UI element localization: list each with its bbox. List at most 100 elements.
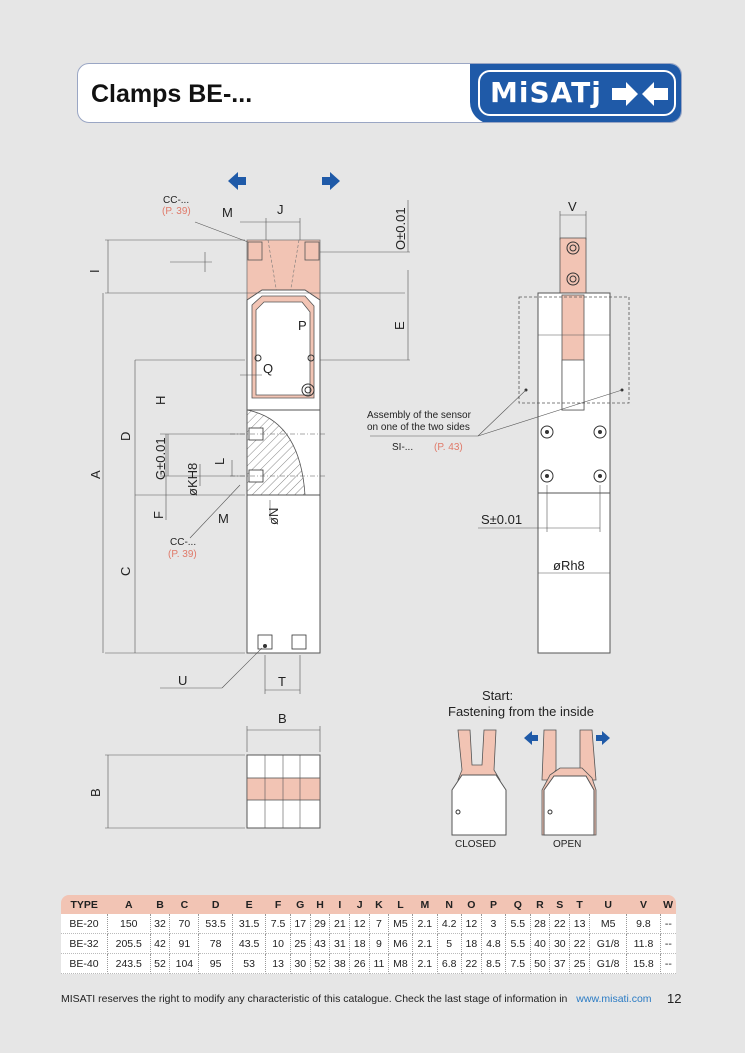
logo-arrows-icon	[612, 82, 668, 106]
table-header-cell: U	[589, 895, 627, 914]
closed-label: CLOSED	[455, 839, 496, 850]
dim-label-o: O±0.01	[393, 207, 408, 250]
table-cell: 40	[530, 933, 551, 954]
table-cell: 38	[329, 953, 351, 974]
table-cell: G1/8	[589, 953, 628, 974]
table-header-cell: N	[437, 895, 462, 914]
table-cell: 43	[310, 933, 331, 954]
dim-label-p: P	[298, 318, 307, 333]
table-cell: 53.5	[198, 914, 233, 934]
table-cell: 22	[549, 914, 571, 934]
dim-label-m-top: M	[222, 205, 233, 220]
dim-label-q: Q	[263, 361, 273, 376]
technical-drawing: M J O±0.01 I E P Q H D A G±0.01 øKH8 L F…	[87, 172, 630, 850]
table-cell: 22	[461, 953, 482, 974]
table-header-cell: V	[626, 895, 661, 914]
table-cell: 70	[169, 914, 200, 934]
table-cell: 5	[437, 933, 462, 954]
table-header-cell: M	[412, 895, 438, 914]
table-cell: 4.2	[437, 914, 462, 934]
table-cell: 53	[232, 953, 267, 974]
table-header-cell: S	[549, 895, 570, 914]
table-cell: 52	[310, 953, 331, 974]
dim-label-u: U	[178, 673, 187, 688]
open-clamp-illustration	[541, 729, 597, 836]
arrow-left-small-icon	[524, 731, 538, 745]
table-header-cell: R	[530, 895, 550, 914]
table-cell: 50	[530, 953, 551, 974]
logo-text: MiSATj	[490, 76, 602, 109]
dim-label-a: A	[88, 470, 103, 479]
table-cell: 10	[265, 933, 291, 954]
table-cell: M5	[589, 914, 628, 934]
table-cell: 91	[169, 933, 200, 954]
table-cell: 11.8	[626, 933, 661, 954]
table-cell: M6	[388, 933, 414, 954]
cc-top-label: CC-...	[163, 195, 189, 206]
table-cell: BE-40	[61, 953, 108, 974]
table-cell: 243.5	[107, 953, 151, 974]
dim-label-kh: øKH8	[185, 463, 200, 496]
header-box: Clamps BE-... MiSATj	[77, 63, 682, 123]
dim-label-s: S±0.01	[481, 512, 522, 527]
table-cell: 6.8	[437, 953, 462, 974]
cc-top-ref: (P. 39)	[162, 206, 191, 217]
table-header-cell: P	[481, 895, 506, 914]
table-cell: --	[660, 953, 676, 974]
table-cell: 28	[530, 914, 551, 934]
table-cell: M8	[388, 953, 414, 974]
table-cell: 31.5	[232, 914, 267, 934]
dim-label-r: øRh8	[553, 558, 585, 573]
table-header-cell: H	[310, 895, 330, 914]
dim-label-l: L	[212, 458, 227, 465]
dim-label-b-side: B	[88, 788, 103, 797]
arrow-right-small-icon	[596, 731, 610, 745]
top-view	[246, 754, 321, 829]
dim-label-e: E	[392, 321, 407, 330]
page-number: 12	[667, 991, 682, 1006]
table-cell: 52	[150, 953, 171, 974]
table-cell: 5.5	[505, 933, 531, 954]
start-title: Start:	[482, 688, 513, 703]
table-header-cell: T	[569, 895, 590, 914]
sensor-note-2: on one of the two sides	[367, 422, 470, 433]
side-view	[518, 237, 630, 654]
table-cell: 8.5	[481, 953, 507, 974]
si-ref: (P. 43)	[434, 442, 463, 453]
cc-bottom-label: CC-...	[170, 537, 196, 548]
table-cell: 7.5	[265, 914, 291, 934]
table-cell: 9.8	[626, 914, 661, 934]
dim-label-v: V	[568, 199, 577, 214]
table-cell: 32	[150, 914, 171, 934]
table-header-cell: L	[388, 895, 413, 914]
cc-bottom-ref: (P. 39)	[168, 549, 197, 560]
table-cell: 30	[290, 953, 311, 974]
table-header-cell: A	[107, 895, 151, 914]
table-cell: 12	[349, 914, 371, 934]
table-cell: 78	[198, 933, 233, 954]
table-cell: 43.5	[232, 933, 267, 954]
table-header-cell: C	[169, 895, 199, 914]
table-cell: 30	[549, 933, 571, 954]
table-cell: 13	[265, 953, 291, 974]
table-cell: 12	[461, 914, 482, 934]
table-cell: 95	[198, 953, 233, 974]
footer-text: MISATI reserves the right to modify any …	[61, 993, 568, 1005]
dim-label-t: T	[278, 674, 286, 689]
arrow-right-icon	[322, 172, 340, 190]
table-cell: --	[660, 933, 676, 954]
table-cell: 42	[150, 933, 171, 954]
table-cell: 25	[569, 953, 591, 974]
footer-link[interactable]: www.misati.com	[576, 993, 652, 1005]
table-cell: 31	[329, 933, 351, 954]
dim-label-d: D	[118, 432, 133, 441]
arrow-left-icon	[228, 172, 246, 190]
dim-label-c: C	[118, 567, 133, 576]
table-header-cell: TYPE	[61, 895, 108, 914]
table-header-cell: O	[461, 895, 482, 914]
